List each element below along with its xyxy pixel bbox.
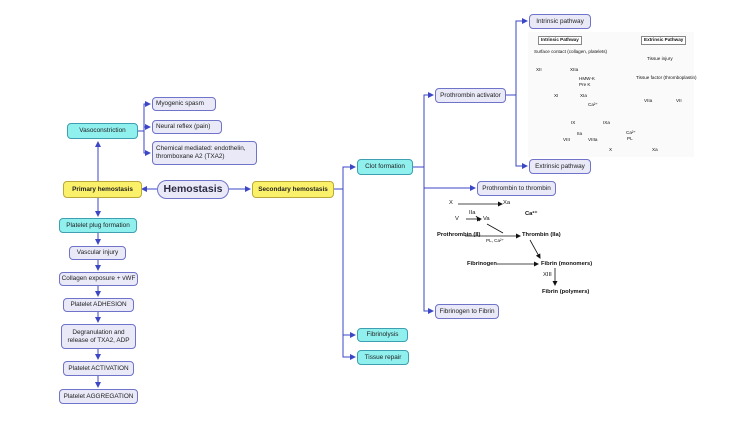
neural-reflex-node[interactable]: Neural reflex (pain) [152, 120, 222, 134]
factor-xii-label: XII [536, 67, 542, 72]
hmwk-label: HMW-K [579, 76, 595, 81]
factor-viiia-label: VIIIa [588, 137, 598, 142]
clot-formation-node[interactable]: Clot formation [357, 159, 413, 175]
fibrinogen-label: Fibrinogen [467, 261, 497, 267]
factor-vii-label: VII [676, 98, 682, 103]
factor-xiii-label: XIII [543, 272, 552, 278]
thrombin-factor-iia-label: IIa [469, 210, 476, 216]
factor-ixa-label: IXa [603, 120, 610, 125]
tissue-factor-label: Tissue factor (thromboplastin) [636, 75, 697, 80]
factor-x-cascade-label: X [609, 147, 613, 152]
tissue-injury-label: Tissue injury [647, 56, 673, 61]
factor-viii-label: VIII [563, 137, 570, 142]
fibrin-polymers-label: Fibrin (polymers) [542, 289, 590, 295]
platelet-adhesion-node[interactable]: Platelet ADHESION [63, 298, 134, 312]
prothrombin-activator-node[interactable]: Prothrombin activator [435, 88, 506, 103]
prek-label: Pre K [579, 82, 591, 87]
factor-xa-cascade-label: Xa [652, 147, 658, 152]
extrinsic-pathway-header: Extrinsic Pathway [641, 36, 687, 45]
ca-pl-label-bottom: PL [627, 136, 633, 141]
ca-pl-label-top: Ca²⁺ [626, 130, 636, 135]
factor-xia-label: XIa [580, 93, 587, 98]
vasoconstriction-node[interactable]: Vasoconstriction [67, 123, 138, 139]
coagulation-cascade-figure [528, 32, 694, 157]
prothrombin-to-thrombin-node[interactable]: Prothrombin to thrombin [477, 181, 556, 196]
factor-viia-label: VIIa [644, 98, 653, 103]
thrombin-label: Thrombin (IIa) [522, 232, 561, 238]
factor-iia-cascade-label: IIa [577, 131, 583, 136]
pl-calcium-label: PL, Ca²⁺ [486, 238, 504, 243]
platelet-aggregation-node[interactable]: Platelet AGGREGATION [59, 389, 138, 404]
fibrinogen-to-fibrin-node[interactable]: Fibrinogen to Fibrin [435, 304, 499, 319]
extrinsic-pathway-node[interactable]: Extrinsic pathway [529, 159, 591, 174]
fibrinolysis-node[interactable]: Fibrinolysis [357, 328, 408, 342]
intrinsic-pathway-node[interactable]: Intrinsic pathway [529, 14, 591, 29]
surface-contact-label: Surface contact (collagen, platelets) [534, 49, 608, 54]
fibrin-monomers-label: Fibrin (monomers) [541, 261, 593, 267]
myogenic-spasm-node[interactable]: Myogenic spasm [152, 97, 216, 111]
thrombin-factor-xa-label: Xa [503, 200, 511, 206]
tissue-repair-node[interactable]: Tissue repair [357, 350, 409, 365]
factor-v-label: V [455, 216, 459, 222]
collagen-exposure-node[interactable]: Collagen exposure + vWF [59, 272, 138, 286]
secondary-hemostasis-node[interactable]: Secondary hemostasis [252, 181, 334, 198]
intrinsic-pathway-header: Intrinsic Pathway [538, 36, 582, 45]
degranulation-node[interactable]: Degranulation and release of TXA2, ADP [61, 324, 136, 349]
platelet-activation-node[interactable]: Platelet ACTIVATION [63, 361, 134, 376]
thrombin-calcium-label: Ca²⁺ [525, 211, 538, 217]
vascular-injury-node[interactable]: Vascular injury [69, 246, 126, 260]
hemostasis-node[interactable]: Hemostasis [157, 180, 229, 199]
factor-xi-label: XI [554, 93, 559, 98]
thrombin-factor-x-label: X [449, 200, 453, 206]
factor-xiia-label: XIIa [570, 67, 579, 72]
cascade-calcium-label: Ca²⁺ [588, 102, 598, 107]
factor-ix-label: IX [571, 120, 576, 125]
platelet-plug-formation-node[interactable]: Platelet plug formation [59, 218, 137, 233]
factor-va-label: Va [483, 216, 490, 222]
chemical-mediated-node[interactable]: Chemical mediated: endothelin, thromboxa… [152, 141, 257, 165]
prothrombin-label: Prothrombin (II) [437, 232, 481, 238]
primary-hemostasis-node[interactable]: Primary hemostasis [63, 181, 142, 198]
